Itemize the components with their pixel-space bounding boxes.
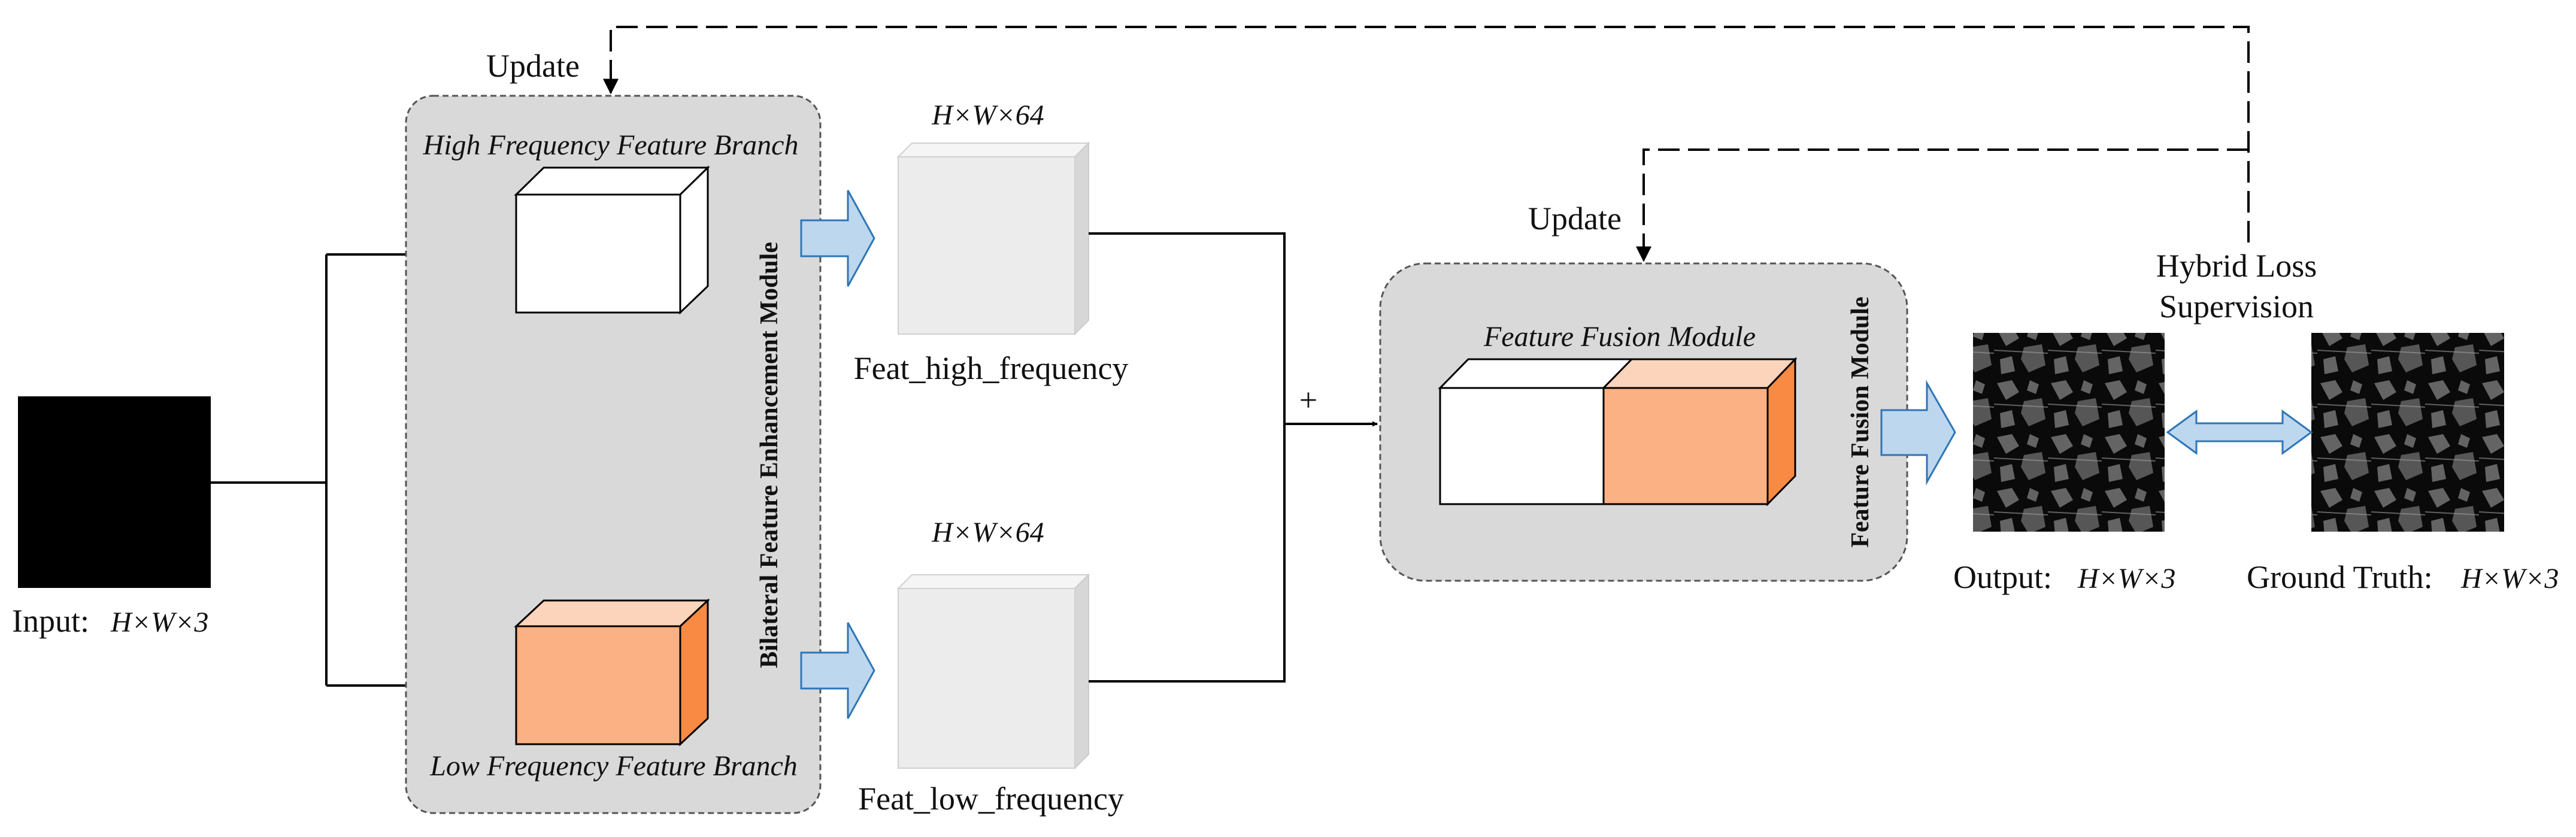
loss-label-line1: Hybrid Loss (2156, 248, 2317, 284)
high-feature-map (896, 141, 1090, 336)
low-feature-map (896, 573, 1090, 770)
ffm-output-arrow (1880, 380, 1956, 486)
ffm-title: Feature Fusion Module (1483, 321, 1756, 353)
low-frequency-cube (514, 598, 710, 747)
fusion-cube (1438, 357, 1798, 507)
update-feedback-lines (603, 26, 2250, 262)
comparison-double-arrow (2166, 410, 2313, 455)
high-branch-output-arrow (800, 190, 875, 287)
bfem-container (405, 95, 822, 814)
ffm-update-label: Update (1528, 201, 1622, 236)
low-branch-output-arrow (800, 622, 875, 719)
bfem-update-label: Update (486, 48, 580, 84)
ground-truth-dims: H×W×3 (2460, 563, 2559, 595)
input-label: Input: (12, 603, 89, 639)
ffm-side-label: Feature Fusion Module (1847, 296, 1874, 547)
loss-label-line2: Supervision (2159, 289, 2314, 325)
high-feature-dims: H×W×64 (931, 99, 1044, 131)
output-image (1973, 333, 2165, 532)
low-feature-dims: H×W×64 (931, 517, 1044, 548)
ground-truth-label: Ground Truth: (2247, 559, 2433, 595)
high-frequency-cube (514, 165, 710, 315)
sum-symbol: + (1299, 382, 1317, 418)
feature-merge-connector (1089, 232, 1378, 683)
high-branch-title: High Frequency Feature Branch (423, 129, 799, 161)
bfem-module-label: Bilateral Feature Enhancement Module (756, 242, 783, 668)
input-dims: H×W×3 (110, 606, 208, 638)
low-branch-title: Low Frequency Feature Branch (429, 750, 798, 782)
ground-truth-image (2311, 333, 2504, 532)
high-feature-name: Feat_high_frequency (854, 350, 1129, 386)
low-feature-name: Feat_low_frequency (858, 781, 1124, 817)
output-label: Output: (1953, 559, 2052, 595)
input-image (18, 396, 211, 588)
output-dims: H×W×3 (2077, 563, 2175, 595)
